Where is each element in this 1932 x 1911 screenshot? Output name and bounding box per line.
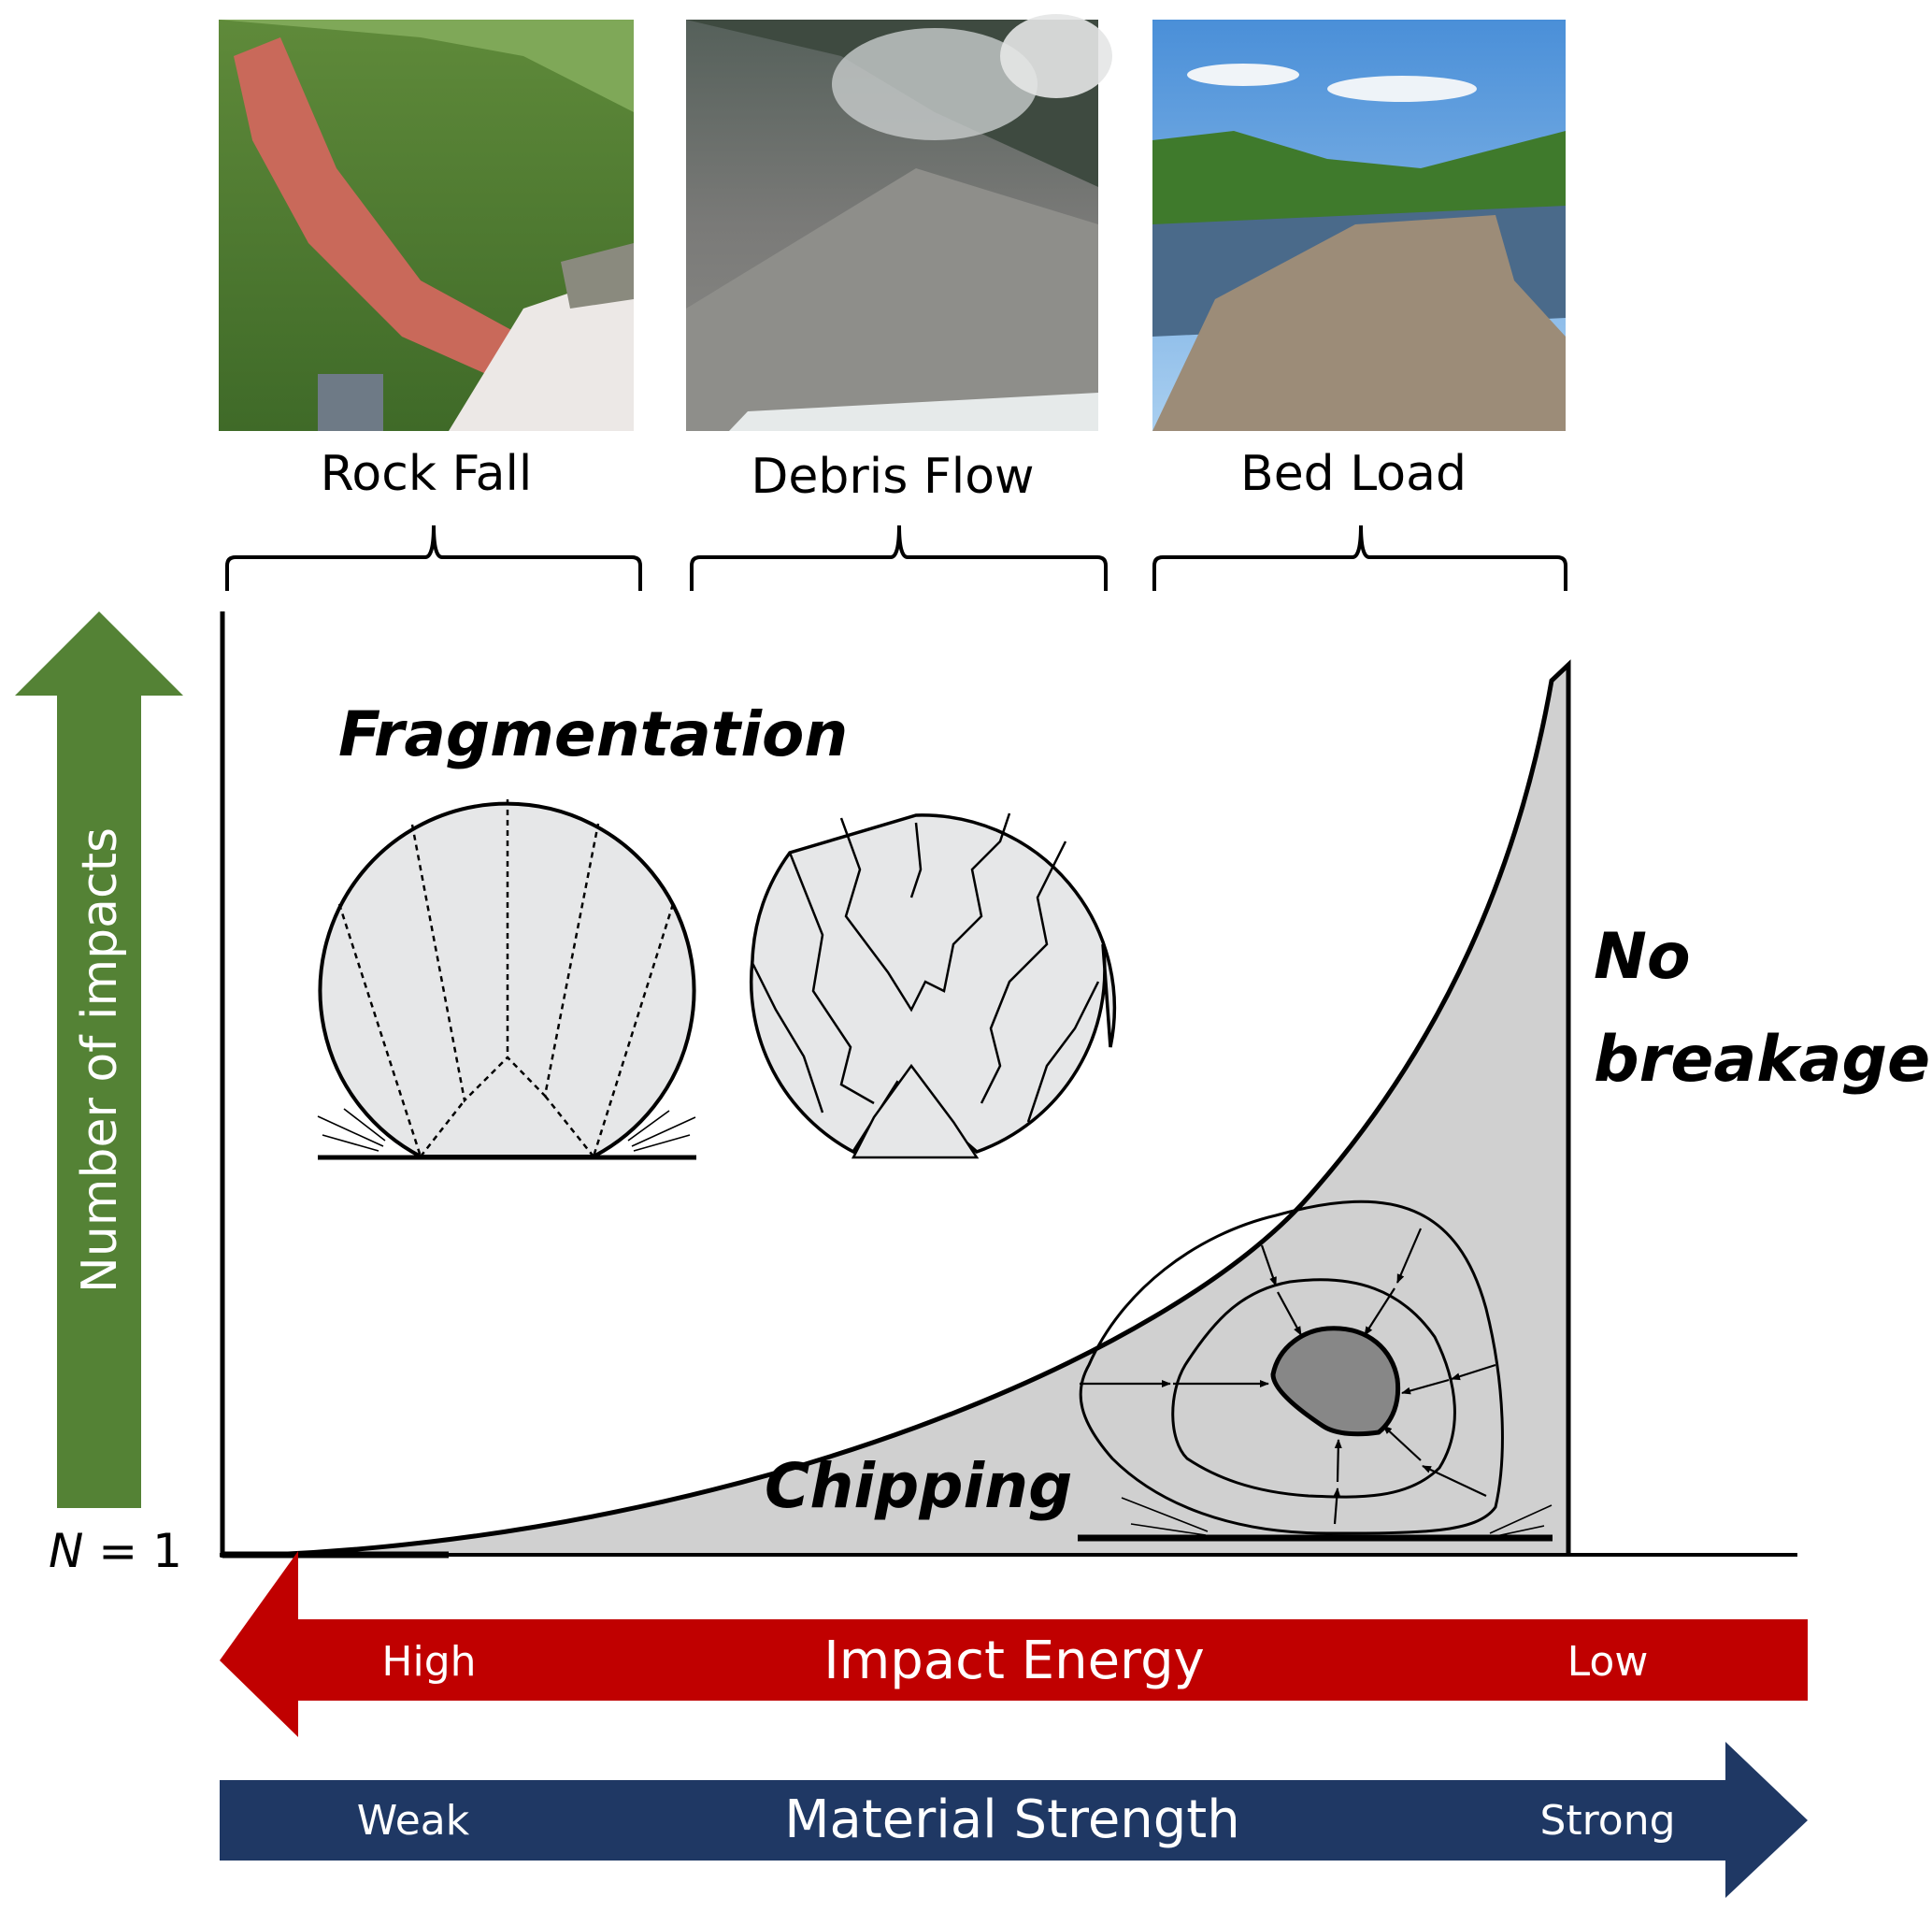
breakage-threshold-curve <box>270 659 1571 1558</box>
label-rock-fall: Rock Fall <box>321 446 533 502</box>
fragmentation-label: Fragmentation <box>338 698 848 770</box>
baseline-label: N = 1 <box>49 1524 182 1578</box>
no-breakage-label-line1: No <box>1594 920 1691 994</box>
number-of-impacts-arrow <box>15 611 183 1508</box>
impact-energy-title: Impact Energy <box>823 1631 1205 1691</box>
impact-energy-arrow <box>220 1551 1808 1737</box>
breakage-threshold-region <box>271 665 1568 1555</box>
brace-rock-fall <box>225 524 642 591</box>
braces <box>225 524 1567 591</box>
material-strength-strong: Strong <box>1539 1797 1675 1845</box>
brace-debris-flow <box>690 524 1108 591</box>
material-strength-weak: Weak <box>357 1797 470 1845</box>
chipping-label: Chipping <box>765 1450 1072 1522</box>
photo-bed-load <box>1152 20 1566 431</box>
impact-energy-high: High <box>381 1638 476 1686</box>
fragmentation-diagram-radial <box>317 799 696 1160</box>
impact-energy-low: Low <box>1567 1638 1649 1686</box>
label-debris-flow: Debris Flow <box>751 449 1034 505</box>
fragmentation-diagram-cracks <box>749 812 1117 1159</box>
y-axis-label: Number of impacts <box>72 827 128 1293</box>
material-strength-title: Material Strength <box>784 1789 1240 1850</box>
chipping-diagram <box>1078 1200 1553 1542</box>
brace-bed-load <box>1152 524 1567 591</box>
no-breakage-label-line2: breakage <box>1594 1023 1930 1097</box>
material-strength-arrow <box>220 1742 1808 1898</box>
photo-rock-fall <box>219 20 634 431</box>
photo-debris-flow <box>686 14 1112 431</box>
label-bed-load: Bed Load <box>1240 446 1467 502</box>
